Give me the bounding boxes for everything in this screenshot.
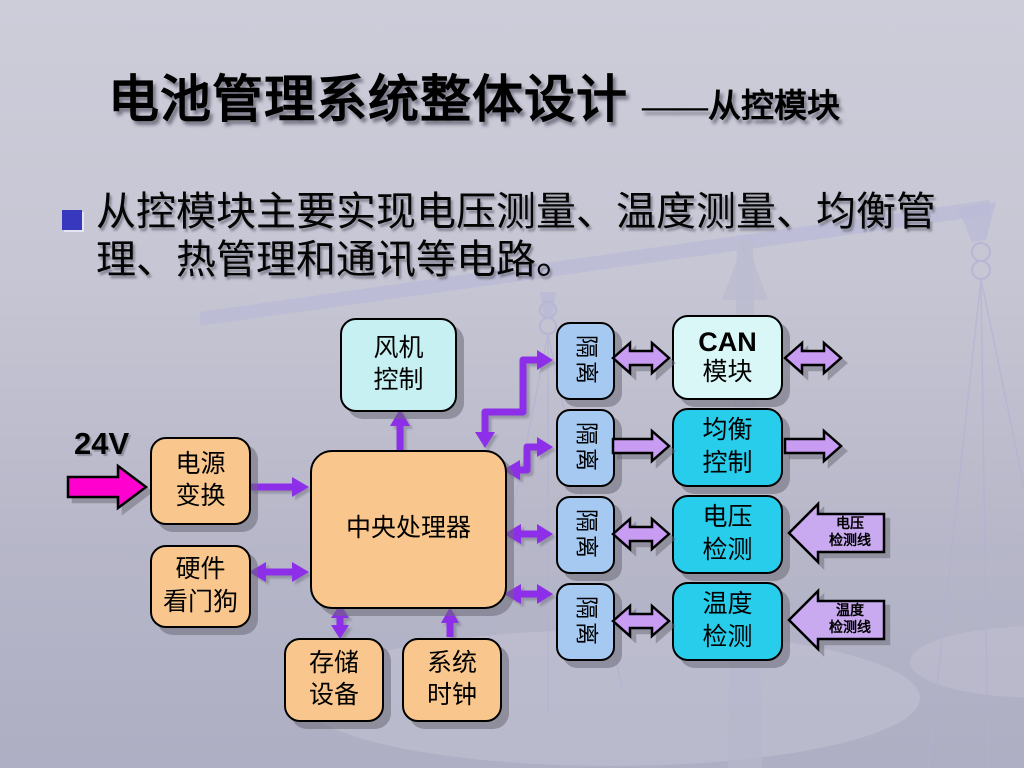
power-conversion-label: 电源 变换 — [175, 450, 226, 511]
iso3-voltage-double-arrow — [611, 515, 671, 553]
iso1-can-double-arrow — [611, 339, 671, 377]
title-suffix: ——从控模块 — [642, 89, 841, 125]
iso4-temperature-double-arrow — [611, 602, 671, 640]
voltage-detection-box: 电压 检测 — [672, 495, 783, 574]
input-voltage-label: 24V — [74, 426, 130, 461]
isolation-label: 隔离 — [573, 334, 599, 387]
fan-control-box: 风机 控制 — [340, 318, 457, 412]
hardware-watchdog-box: 硬件 看门狗 — [150, 545, 251, 628]
system-clock-label: 系统 时钟 — [426, 649, 477, 710]
temperature-detection-box: 温度 检测 — [672, 582, 783, 661]
iso2-balance-arrow — [611, 427, 671, 465]
isolation-box-1: 隔离 — [556, 322, 615, 400]
storage-device-box: 存储 设备 — [284, 638, 384, 722]
can-label-line1: CAN — [698, 326, 757, 357]
isolation-box-2: 隔离 — [556, 409, 615, 487]
storage-device-label: 存储 设备 — [308, 649, 359, 710]
balance-control-label: 均衡 控制 — [702, 417, 753, 477]
system-clock-box: 系统 时钟 — [402, 638, 502, 722]
isolation-label: 隔离 — [573, 421, 599, 474]
input-24v-arrow — [66, 463, 149, 511]
power-conversion-box: 电源 变换 — [150, 437, 251, 525]
title-main: 电池管理系统整体设计 — [108, 73, 629, 129]
bullet-marker — [62, 210, 82, 230]
hardware-watchdog-label: 硬件 看门狗 — [162, 556, 238, 616]
bullet-text: 从控模块主要实现电压测量、温度测量、均衡管 理、热管理和通讯等电路。 — [96, 189, 936, 282]
isolation-box-3: 隔离 — [556, 496, 615, 574]
cpu-box: 中央处理器 — [310, 450, 507, 609]
isolation-box-4: 隔离 — [556, 583, 615, 661]
can-module-box: CAN 模块 — [672, 315, 783, 400]
voltage-sense-line-label: 电压 检测线 — [829, 517, 871, 549]
balance-output-arrow — [783, 427, 843, 465]
can-label-line2: 模块 — [702, 359, 753, 387]
temperature-sense-line-label: 温度 检测线 — [829, 604, 871, 636]
voltage-sense-line-arrow: 电压 检测线 — [786, 500, 886, 566]
fan-control-label: 风机 控制 — [373, 334, 424, 395]
cpu-label: 中央处理器 — [345, 515, 471, 543]
balance-control-box: 均衡 控制 — [672, 408, 783, 487]
can-output-double-arrow — [783, 339, 843, 377]
isolation-label: 隔离 — [573, 595, 599, 648]
isolation-label: 隔离 — [573, 508, 599, 561]
page-title: 电池管理系统整体设计 ——从控模块 — [108, 58, 840, 132]
temperature-sense-line-arrow: 温度 检测线 — [786, 587, 886, 653]
voltage-detection-label: 电压 检测 — [702, 504, 753, 564]
temperature-detection-label: 温度 检测 — [702, 591, 753, 651]
